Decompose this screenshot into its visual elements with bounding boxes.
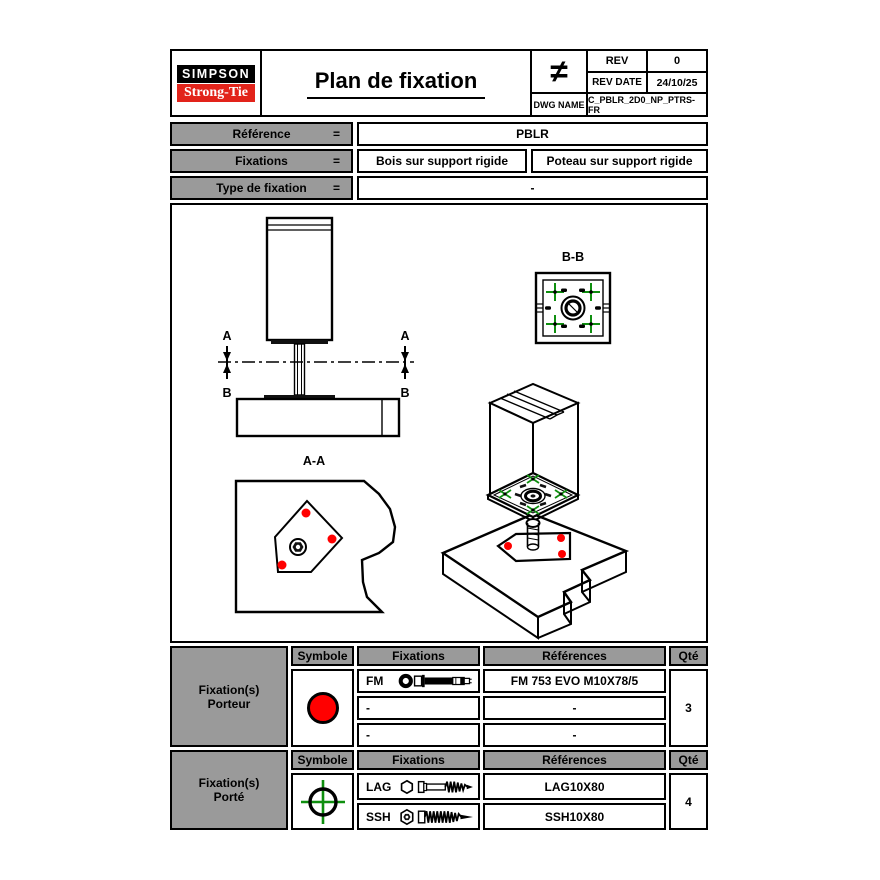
fixation-row-lag: LAG [357, 773, 480, 800]
porte-title-line2: Porté [213, 790, 245, 804]
fixation-reference: FM 753 EVO M10X78/5 [483, 669, 666, 693]
fixations-value-left: Bois sur support rigide [357, 149, 527, 173]
type-fixation-value: - [357, 176, 708, 200]
header-qty: Qté [669, 750, 708, 770]
section-aa-label: A-A [303, 454, 325, 468]
fixation-row-fm: FM [357, 669, 480, 693]
fixation-row-ssh: SSH [357, 803, 480, 830]
section-label-a-left: A [222, 329, 231, 343]
structural-screw-icon [400, 808, 473, 825]
expansion-anchor-icon [398, 673, 472, 689]
reference-label: Référence [232, 127, 291, 141]
porte-qty: 4 [669, 773, 708, 830]
isometric-view [440, 382, 630, 640]
header-fixations: Fixations [357, 750, 480, 770]
dwg-name-value: C_PBLR_2D0_NP_PTRS-FR [588, 94, 696, 115]
title-block: SIMPSON Strong-Tie Plan de fixation ≠ RE… [170, 49, 708, 117]
porteur-qty: 3 [669, 669, 708, 747]
fixations-value-right: Poteau sur support rigide [531, 149, 708, 173]
table-row: Référence = PBLR [170, 122, 708, 146]
dwg-name-label: DWG NAME [532, 94, 588, 115]
porte-title-line1: Fixation(s) [198, 776, 260, 790]
header-qty: Qté [669, 646, 708, 666]
header-fixations: Fixations [357, 646, 480, 666]
green-crosshair-marker-icon [300, 779, 345, 824]
porteur-title-line2: Porteur [207, 696, 251, 711]
logo-simpson: SIMPSON [177, 64, 255, 83]
porteur-title-line1: Fixation(s) [198, 682, 260, 697]
logo-strongtie: Strong-Tie [177, 83, 255, 102]
type-fixation-label-cell: Type de fixation = [170, 176, 353, 200]
equals-sign: = [332, 181, 340, 195]
drawing-area: A A B B B-B [170, 203, 708, 643]
page-title: Plan de fixation [306, 68, 486, 99]
section-bb-view: B-B [534, 250, 612, 345]
reference-label-cell: Référence = [170, 122, 353, 146]
header-symbole: Symbole [291, 646, 354, 666]
header-references: Références [483, 750, 666, 770]
company-logo: SIMPSON Strong-Tie [172, 51, 262, 115]
fixation-code: FM [366, 674, 384, 688]
porte-title-cell: Fixation(s) Porté [170, 750, 288, 830]
rev-date-value: 24/10/25 [648, 73, 706, 94]
porteur-fixings-table: Fixation(s) Porteur Symbole Fixations Ré… [170, 646, 708, 747]
header-symbole: Symbole [291, 750, 354, 770]
lag-screw-icon [400, 779, 473, 794]
type-fixation-label: Type de fixation [216, 181, 307, 195]
reference-table: Référence = PBLR Fixations = Bois sur su… [170, 122, 708, 200]
section-label-b-right: B [400, 386, 409, 400]
fixation-reference: - [483, 696, 666, 720]
nut-symbol [289, 538, 307, 556]
reference-value: PBLR [357, 122, 708, 146]
table-row: Fixations = Bois sur support rigide Pote… [170, 149, 708, 173]
rev-date-label: REV DATE [588, 73, 648, 94]
porte-symbol-cell [291, 773, 354, 830]
porte-fixings-table: Fixation(s) Porté Symbole Fixations Réfé… [170, 750, 708, 830]
porteur-symbol-cell [291, 669, 354, 747]
fixation-reference: SSH10X80 [483, 803, 666, 830]
document: SIMPSON Strong-Tie Plan de fixation ≠ RE… [170, 49, 708, 830]
fixations-label-cell: Fixations = [170, 149, 353, 173]
rev-label: REV [588, 51, 648, 73]
fixation-row-empty: - [357, 696, 480, 720]
section-label-a-right: A [400, 329, 409, 343]
not-equal-scale-icon: ≠ [532, 51, 588, 94]
fixation-code: LAG [366, 779, 392, 794]
equals-sign: = [332, 154, 340, 168]
porteur-title-cell: Fixation(s) Porteur [170, 646, 288, 747]
red-circle-marker-icon [306, 692, 339, 724]
fixation-row-empty: - [357, 723, 480, 747]
revision-block: ≠ REV 0 REV DATE 24/10/25 DWG NAME C_PBL… [530, 51, 706, 115]
section-bb-label: B-B [562, 250, 584, 264]
rev-value: 0 [648, 51, 706, 73]
front-elevation-view: A A B B [218, 216, 414, 438]
section-label-b-left: B [222, 386, 231, 400]
title-cell: Plan de fixation [262, 51, 530, 115]
fixation-code: SSH [366, 809, 391, 824]
fixations-label: Fixations [235, 154, 288, 168]
table-row: Type de fixation = - [170, 176, 708, 200]
header-references: Références [483, 646, 666, 666]
fixation-reference: LAG10X80 [483, 773, 666, 800]
section-aa-view: A-A [234, 454, 397, 614]
fixation-reference: - [483, 723, 666, 747]
equals-sign: = [332, 127, 340, 141]
